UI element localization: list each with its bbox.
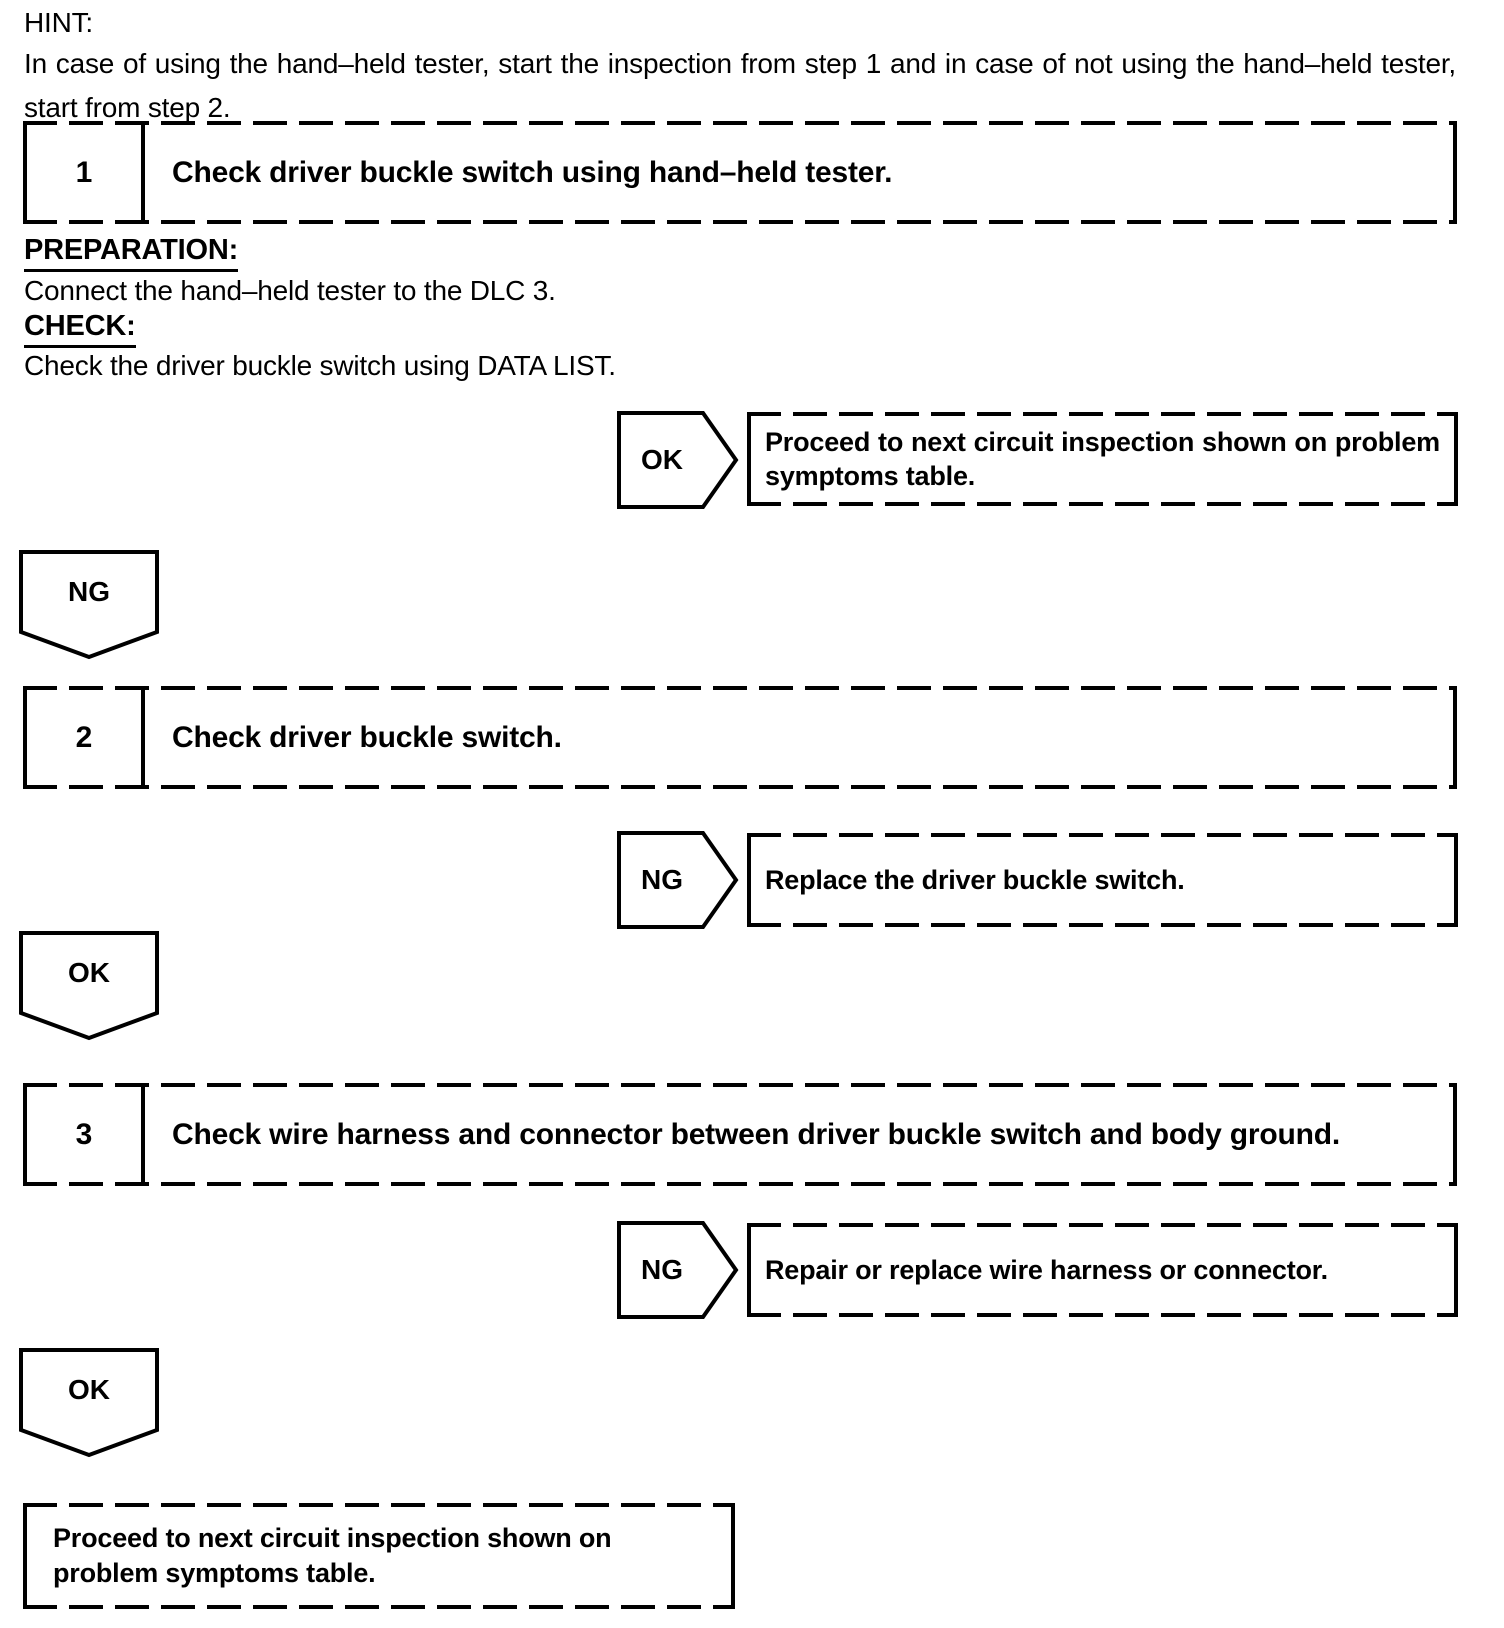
hint-label: HINT: xyxy=(24,7,94,38)
final-proceed-box: Proceed to next circuit inspection shown… xyxy=(23,1503,735,1609)
ng-connector-label-1: NG xyxy=(68,576,110,607)
ng-connector-1: NG xyxy=(18,549,160,661)
step-2-title: Check driver buckle switch. xyxy=(172,720,562,754)
ng-result-text-2: Replace the driver buckle switch. xyxy=(765,865,1185,895)
ok-connector-label-3: OK xyxy=(68,1374,110,1405)
step-1-title: Check driver buckle switch using hand–he… xyxy=(172,155,893,189)
ok-connector-label-2: OK xyxy=(68,957,110,988)
down-pentagon-icon xyxy=(19,1348,159,1458)
ng-result-box-3: Repair or replace wire harness or connec… xyxy=(747,1223,1458,1317)
ok-branch-arrow-1: OK xyxy=(617,411,739,509)
down-pentagon-icon xyxy=(19,931,159,1041)
right-arrow-icon xyxy=(617,411,739,509)
ok-result-box-1: Proceed to next circuit inspection shown… xyxy=(747,412,1458,506)
check-text: Check the driver buckle switch using DAT… xyxy=(24,350,616,381)
ng-result-text-3: Repair or replace wire harness or connec… xyxy=(765,1255,1328,1285)
step-3-box: 3 Check wire harness and connector betwe… xyxy=(23,1083,1457,1186)
step-2-box: 2 Check driver buckle switch. xyxy=(23,686,1457,789)
ng-branch-label-3: NG xyxy=(641,1254,683,1285)
ok-result-text-1: Proceed to next circuit inspection shown… xyxy=(765,427,1440,491)
step-3-title: Check wire harness and connector between… xyxy=(172,1117,1341,1151)
ng-branch-arrow-3: NG xyxy=(617,1221,739,1319)
check-label: CHECK: xyxy=(24,310,136,348)
step-2-number: 2 xyxy=(27,686,145,789)
preparation-label: PREPARATION: xyxy=(24,234,238,272)
hint-text: In case of using the hand–held tester, s… xyxy=(24,48,1456,123)
step-3-number: 3 xyxy=(27,1083,145,1186)
right-arrow-icon xyxy=(617,1221,739,1319)
step-1-number: 1 xyxy=(27,121,145,224)
preparation-text: Connect the hand–held tester to the DLC … xyxy=(24,275,556,306)
ng-result-box-2: Replace the driver buckle switch. xyxy=(747,833,1458,927)
ng-branch-label-2: NG xyxy=(641,864,683,895)
ok-connector-3: OK xyxy=(18,1347,160,1459)
ok-branch-label: OK xyxy=(641,444,683,475)
right-arrow-icon xyxy=(617,831,739,929)
ng-branch-arrow-2: NG xyxy=(617,831,739,929)
ok-connector-2: OK xyxy=(18,930,160,1042)
final-proceed-text: Proceed to next circuit inspection shown… xyxy=(53,1523,612,1588)
step-1-box: 1 Check driver buckle switch using hand–… xyxy=(23,121,1457,224)
down-pentagon-icon xyxy=(19,550,159,660)
